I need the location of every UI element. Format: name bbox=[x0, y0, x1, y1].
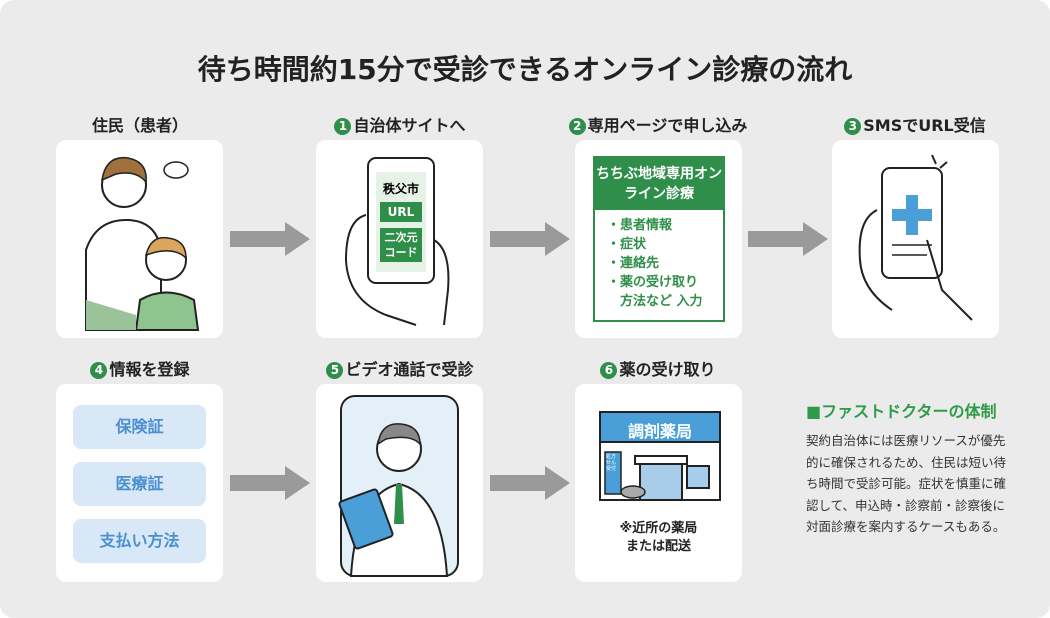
resident-card bbox=[56, 140, 223, 338]
side-description: 契約自治体には医療リソースが優先的に確保されるため、住民は短い待ち時間で受診可能… bbox=[806, 433, 1007, 534]
medical-certificate-pill: 医療証 bbox=[73, 462, 206, 506]
arrow-right-icon bbox=[230, 222, 310, 256]
url-button: URL bbox=[380, 202, 422, 222]
mother-child-illustration bbox=[85, 156, 200, 331]
pharmacy-sign: 調剤薬局 bbox=[627, 422, 692, 441]
insurance-card-pill: 保険証 bbox=[73, 405, 206, 449]
municipal-site-card: 秩父市 URL 二次元コード bbox=[316, 140, 483, 338]
application-card: ちちぶ地域専用オンライン診療 ・患者情報 ・症状 ・連絡先 ・薬の受け取り 方法… bbox=[575, 140, 742, 338]
form-item: ・症状 bbox=[607, 237, 647, 252]
pharmacy-illustration bbox=[599, 411, 721, 501]
form-title: ちちぶ地域専用オンライン診療 bbox=[595, 158, 723, 210]
arrow-right-icon bbox=[748, 222, 828, 256]
form-item: ・薬の受け取り bbox=[607, 275, 699, 290]
sms-card bbox=[832, 140, 999, 338]
arrow-right-icon bbox=[490, 466, 570, 500]
form-item: 方法など 入力 bbox=[607, 294, 703, 309]
application-form-box: ちちぶ地域専用オンライン診療 ・患者情報 ・症状 ・連絡先 ・薬の受け取り 方法… bbox=[593, 156, 725, 322]
step-label-resident: 住民（患者） bbox=[91, 116, 188, 135]
arrow-right-icon bbox=[490, 222, 570, 256]
qr-code-label: 二次元コード bbox=[380, 228, 422, 262]
form-item: ・患者情報 bbox=[607, 218, 673, 233]
register-info-card: 保険証 医療証 支払い方法 bbox=[56, 384, 223, 582]
phone-city-text: 秩父市 bbox=[382, 182, 419, 196]
form-item: ・連絡先 bbox=[607, 256, 660, 271]
video-call-card bbox=[316, 384, 483, 582]
pharmacy-card: 調剤薬局 処方せん受付 ※近所の薬局または配送 bbox=[575, 384, 742, 582]
doctor-video-illustration bbox=[338, 395, 459, 577]
payment-method-pill: 支払い方法 bbox=[73, 519, 206, 563]
sms-phone-illustration bbox=[858, 154, 973, 321]
prescription-sign: 処方せん受付 bbox=[606, 454, 617, 472]
page-title: 待ち時間約15分で受診できるオンライン診療の流れ bbox=[197, 53, 853, 86]
side-heading: ■ファストドクターの体制 bbox=[806, 402, 997, 421]
arrow-right-icon bbox=[230, 466, 310, 500]
pharmacy-note: ※近所の薬局または配送 bbox=[619, 521, 698, 554]
